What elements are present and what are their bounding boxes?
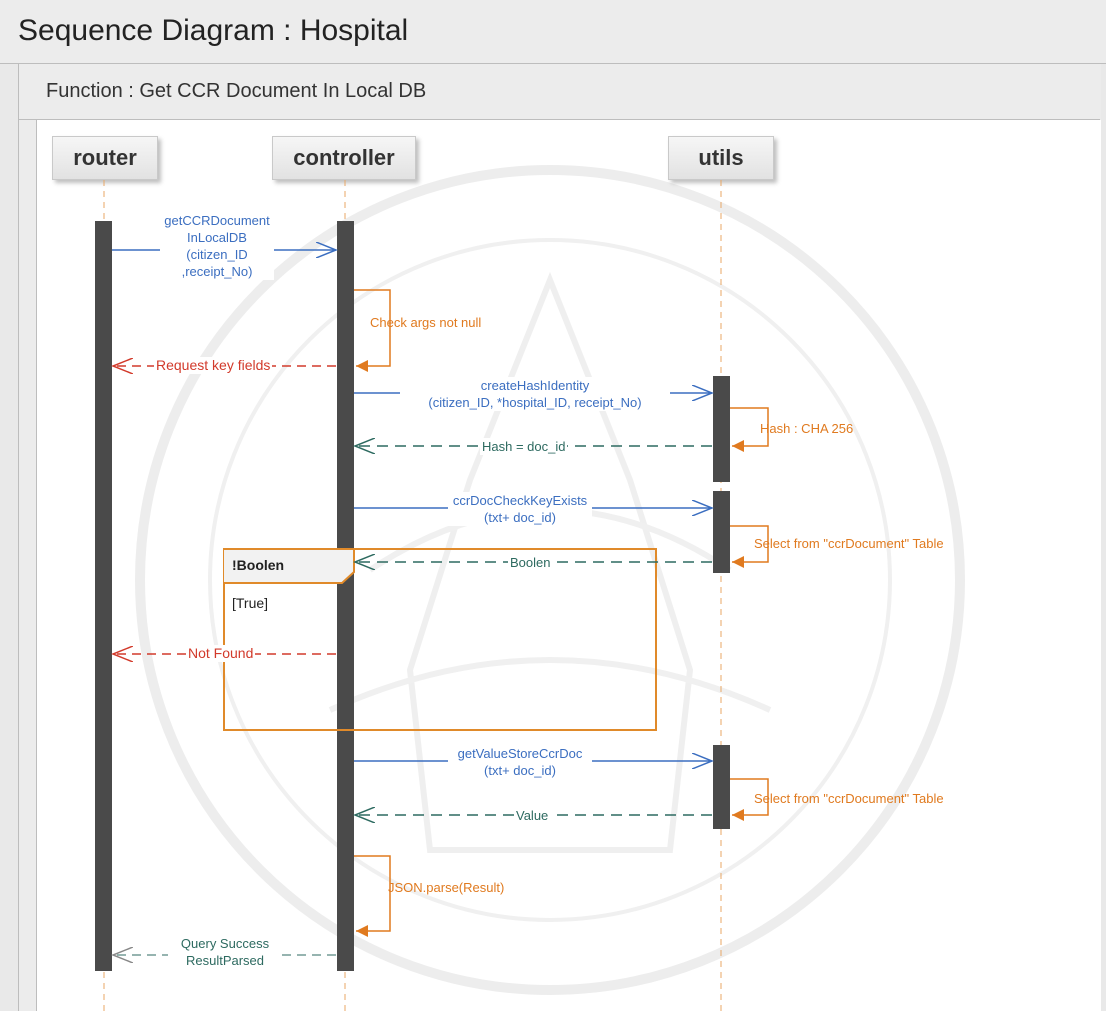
label-line: createHashIdentity (402, 377, 668, 394)
label-ccrDocCheckKeyExists: ccrDocCheckKeyExists (txt+ doc_id) (448, 492, 592, 526)
label-boolen: Boolen (508, 554, 552, 571)
label-hash-cha: Hash : CHA 256 (760, 420, 853, 437)
self-message-json-parse (354, 856, 390, 931)
activation-controller (337, 221, 354, 971)
label-line: getValueStoreCcrDoc (450, 745, 590, 762)
label-line: getCCRDocument (162, 212, 272, 229)
label-line: (citizen_ID (162, 246, 272, 263)
label-line: (txt+ doc_id) (450, 509, 590, 526)
label-line: InLocalDB (162, 229, 272, 246)
label-getCCRDocument: getCCRDocument InLocalDB (citizen_ID ,re… (160, 212, 274, 280)
label-line: ResultParsed (170, 952, 280, 969)
label-line: ,receipt_No) (162, 263, 272, 280)
label-value: Value (514, 807, 550, 824)
label-json-parse: JSON.parse(Result) (388, 879, 504, 896)
label-hash-doc-id: Hash = doc_id (480, 438, 567, 455)
activation-utils-1 (713, 376, 730, 482)
fragment-guard: [True] (232, 595, 268, 611)
label-select-ccrDocument-1: Select from "ccrDocument" Table (754, 535, 944, 552)
fragment-operator: !Boolen (224, 549, 354, 581)
label-not-found: Not Found (186, 645, 255, 662)
label-line: (txt+ doc_id) (450, 762, 590, 779)
label-getValueStoreCcrDoc: getValueStoreCcrDoc (txt+ doc_id) (448, 745, 592, 779)
label-createHashIdentity: createHashIdentity (citizen_ID, *hospita… (400, 377, 670, 411)
label-line: (citizen_ID, *hospital_ID, receipt_No) (402, 394, 668, 411)
label-check-args: Check args not null (370, 314, 481, 331)
label-select-ccrDocument-2: Select from "ccrDocument" Table (754, 790, 944, 807)
label-line: Query Success (170, 935, 280, 952)
label-request-key-fields: Request key fields (154, 357, 272, 374)
label-query-success: Query Success ResultParsed (168, 935, 282, 969)
label-line: ccrDocCheckKeyExists (450, 492, 590, 509)
activation-utils-3 (713, 745, 730, 829)
activation-router (95, 221, 112, 971)
activation-utils-2 (713, 491, 730, 573)
